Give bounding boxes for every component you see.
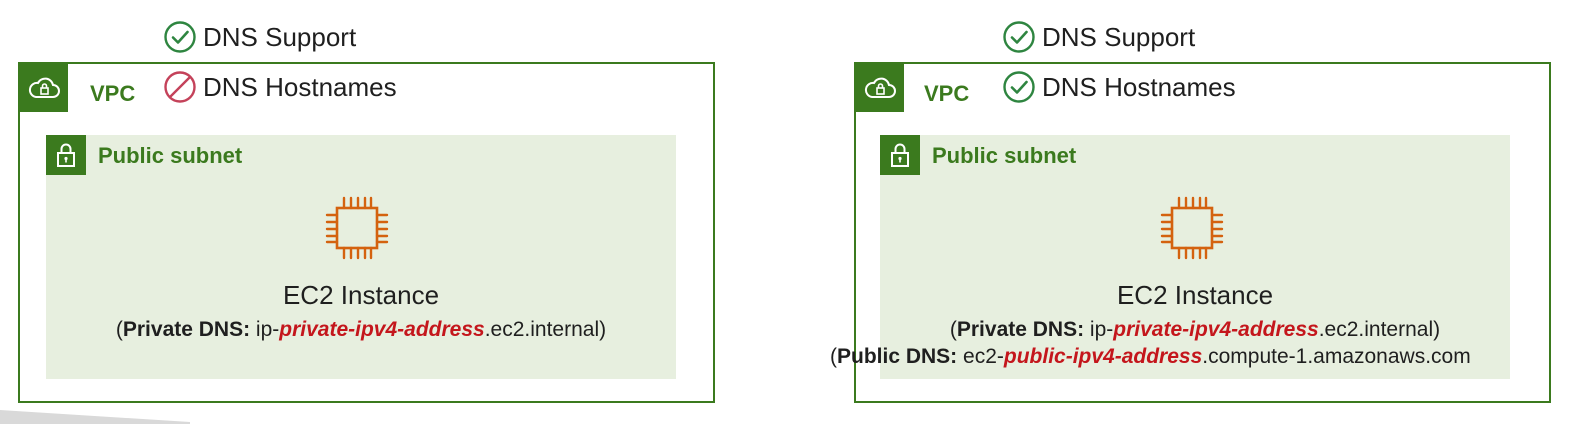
private-dns-suffix: .ec2.internal) [484,318,607,341]
public-dns-variable: public-ipv4-address [1003,345,1203,368]
vpc-label: VPC [90,81,136,106]
private-dns-line: (Private DNS: ip-private-ipv4-address.ec… [46,318,676,342]
vpc-cloud-lock-icon [20,64,68,112]
dns-support-label: DNS Support [203,21,357,52]
slide-corner-shadow [0,410,190,424]
public-subnet: Public subnet EC2 Instance (Private DNS:… [880,135,1510,379]
public-dns-suffix: .compute-1.amazonaws.com [1202,345,1471,368]
private-dns-label: Private DNS: [956,318,1085,341]
private-dns-prefix: ip- [250,318,280,341]
dns-hostnames-label: DNS Hostnames [203,71,397,102]
public-subnet: Public subnet EC2 Instance (Private DNS:… [46,135,676,379]
vpc-container: VPC Public subnet EC2 Instance (Pr [854,62,1551,403]
subnet-label: Public subnet [98,143,243,168]
subnet-label: Public subnet [932,143,1077,168]
public-dns-prefix: ec2- [957,345,1004,368]
private-dns-variable: private-ipv4-address [279,318,485,341]
padlock-icon [46,135,86,175]
paren-open: ( [949,318,957,341]
dns-hostnames-label: DNS Hostnames [1042,71,1236,102]
diagram-dns-enabled: DNS Support VPC Public subnet [820,0,1576,424]
diagram-dns-disabled: DNS Support VPC Public subnet [0,0,760,424]
public-dns-label: Public DNS: [837,345,958,368]
ec2-chip-icon [321,192,393,264]
paren-open: ( [830,345,837,368]
private-dns-prefix: ip- [1084,318,1114,341]
dns-hostnames-attribute: DNS Hostnames [163,70,397,104]
public-dns-line: (Public DNS: ec2-public-ipv4-address.com… [830,345,1471,369]
dns-support-label: DNS Support [1042,21,1196,52]
dns-hostnames-attribute: DNS Hostnames [1002,70,1236,104]
private-dns-variable: private-ipv4-address [1113,318,1319,341]
check-circle-icon [1002,70,1036,104]
prohibited-icon [163,70,197,104]
padlock-icon [880,135,920,175]
ec2-chip-icon [1156,192,1228,264]
check-circle-icon [1002,20,1036,54]
paren-open: ( [115,318,123,341]
vpc-container: VPC Public subnet EC2 Instance (Pr [18,62,715,403]
private-dns-suffix: .ec2.internal) [1318,318,1441,341]
private-dns-label: Private DNS: [122,318,251,341]
vpc-cloud-lock-icon [856,64,904,112]
ec2-instance-title: EC2 Instance [1116,280,1274,310]
ec2-instance-title: EC2 Instance [282,280,440,310]
private-dns-line: (Private DNS: ip-private-ipv4-address.ec… [880,318,1510,342]
vpc-label: VPC [924,81,970,106]
check-circle-icon [163,20,197,54]
dns-support-attribute: DNS Support [163,20,356,54]
dns-support-attribute: DNS Support [1002,20,1195,54]
